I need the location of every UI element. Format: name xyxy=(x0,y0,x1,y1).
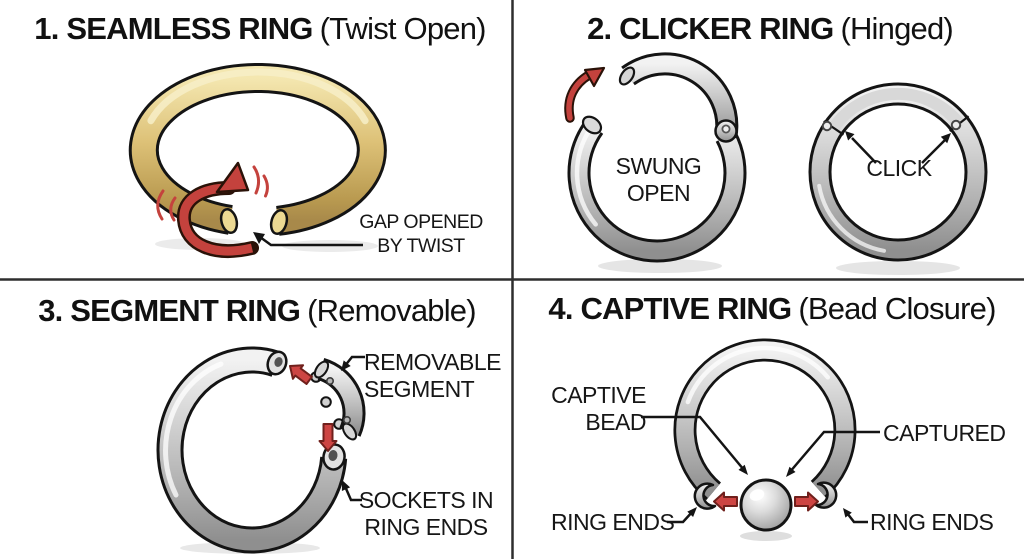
removable-segment-pointer-arrow xyxy=(341,355,365,371)
ring-highlight xyxy=(163,361,224,498)
gold-ring-tube xyxy=(131,66,384,233)
swing-arrow-icon xyxy=(564,66,606,123)
captive-bead xyxy=(739,478,793,532)
ring-end-cup xyxy=(814,481,838,509)
twist-motion-lines xyxy=(156,165,269,222)
panel-3-qualifier: (Removable) xyxy=(307,293,476,328)
ring-highlight xyxy=(574,124,598,227)
gap-pointer-arrow xyxy=(253,232,363,247)
panel-2-title: 2. CLICKER RING(Hinged) xyxy=(524,11,1016,47)
ring-end-cup xyxy=(693,482,717,510)
ring-highlight xyxy=(817,183,886,253)
panel-4-qualifier: (Bead Closure) xyxy=(798,291,996,326)
bead-shadow xyxy=(740,531,792,541)
captive-ring-illustration xyxy=(641,338,880,541)
insert-arrow-icon xyxy=(318,423,338,452)
ring-ends-right-label: RING ENDS xyxy=(870,509,994,535)
captive-bead-label: CAPTIVE BEAD xyxy=(551,382,646,435)
hinged-segment-closed xyxy=(828,87,964,132)
gold-ring-highlight xyxy=(147,68,369,125)
twist-arrow-icon xyxy=(176,161,259,258)
ring-shadow xyxy=(836,261,960,275)
seamless-ring-illustration xyxy=(128,63,387,258)
ring-shadow xyxy=(598,259,722,273)
hinged-segment xyxy=(622,55,736,138)
bead-highlight xyxy=(749,489,765,501)
panel-4-title: 4. CAPTIVE RING(Bead Closure) xyxy=(524,291,1020,327)
panel-4-heading: 4. CAPTIVE RING xyxy=(548,291,792,326)
clicker-ring-closed-illustration xyxy=(808,82,988,275)
captive-bead-pointer-arrow xyxy=(641,415,748,475)
panel-2-heading: 2. CLICKER RING xyxy=(587,11,834,46)
panel-3-title: 3. SEGMENT RING(Removable) xyxy=(16,293,498,329)
panel-1-heading: 1. SEAMLESS RING xyxy=(34,11,313,46)
sockets-pointer-arrow xyxy=(341,480,362,502)
panel-1-qualifier: (Twist Open) xyxy=(319,11,487,46)
pressure-arrow-icon xyxy=(794,491,819,512)
hinge-pin xyxy=(821,120,833,132)
ring-tube xyxy=(159,349,345,551)
ring-highlight xyxy=(685,345,831,405)
captured-pointer-arrow xyxy=(786,430,880,477)
ring-end-face xyxy=(219,207,239,235)
swung-open-label: SWUNG OPEN xyxy=(615,153,702,206)
socket-hole xyxy=(328,450,338,461)
removable-segment xyxy=(310,357,366,441)
panel-3-heading: 3. SEGMENT RING xyxy=(38,293,301,328)
ring-ends-right-pointer-arrow xyxy=(843,508,868,524)
socket-hole xyxy=(274,357,283,367)
pressure-arrow-icon xyxy=(713,491,738,512)
insert-arrow-icon xyxy=(289,364,313,385)
ring-end-face xyxy=(581,115,603,135)
captured-label: CAPTURED xyxy=(883,420,1006,446)
segment-ring-illustration xyxy=(156,346,366,554)
sockets-label: SOCKETS IN RING ENDS xyxy=(358,487,494,540)
ring-ends-left-label: RING ENDS xyxy=(551,509,675,535)
gap-opened-label: GAP OPENED BY TWIST xyxy=(359,211,483,258)
panel-2-qualifier: (Hinged) xyxy=(840,11,953,46)
click-pointer-arrows xyxy=(845,131,951,164)
panel-1-title: 1. SEAMLESS RING(Twist Open) xyxy=(16,11,504,47)
ring-end-face xyxy=(269,208,289,236)
segment-end-face xyxy=(618,66,636,86)
clicker-ring-open-illustration xyxy=(564,52,747,273)
removable-segment-label: REMOVABLE SEGMENT xyxy=(364,349,501,402)
hinge-pin xyxy=(950,119,962,131)
click-label: CLICK xyxy=(866,155,932,181)
hinge-pin xyxy=(721,124,731,134)
ring-ends-left-pointer-arrow xyxy=(667,507,697,524)
